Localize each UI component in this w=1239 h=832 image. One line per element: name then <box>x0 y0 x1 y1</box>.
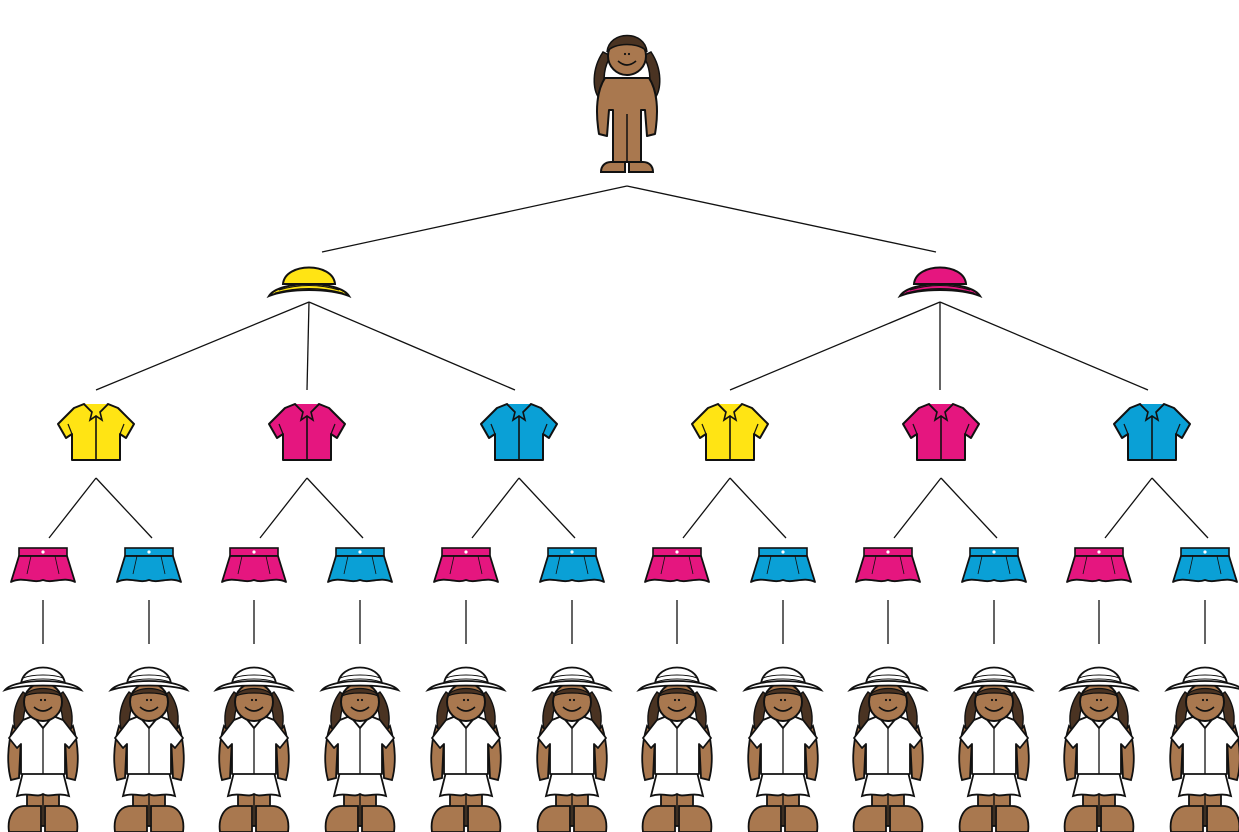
outcome-girl-icon <box>1058 666 1140 832</box>
shirt-magenta-icon <box>902 403 980 461</box>
edge-shirt-skirt-9 <box>940 477 998 539</box>
skirt-cyan-icon <box>1172 547 1238 583</box>
root-girl-icon <box>593 34 661 173</box>
edge-shirt-skirt-3 <box>306 477 364 539</box>
edge-hat-shirt-1 <box>306 301 310 391</box>
outcome-girl-icon <box>425 666 507 832</box>
edge-shirt-skirt-6 <box>682 477 731 539</box>
skirt-magenta-icon <box>10 547 76 583</box>
outcome-girl-icon <box>1164 666 1239 832</box>
outcome-girl-icon <box>319 666 401 832</box>
shirt-magenta-icon <box>268 403 346 461</box>
outcome-girl-icon <box>953 666 1035 832</box>
edge-hat-shirt-5 <box>939 301 1149 391</box>
hat-magenta-icon <box>897 266 983 299</box>
skirt-cyan-icon <box>750 547 816 583</box>
edge-shirt-skirt-10 <box>1104 477 1153 539</box>
edge-shirt-skirt-7 <box>729 477 787 539</box>
outcome-girl-icon <box>108 666 190 832</box>
outcome-girl-icon <box>2 666 84 832</box>
tree-edges <box>42 185 1209 644</box>
skirt-magenta-icon <box>221 547 287 583</box>
shirt-yellow-icon <box>691 403 769 461</box>
skirt-cyan-icon <box>116 547 182 583</box>
edge-hat-shirt-3 <box>729 301 941 391</box>
skirt-cyan-icon <box>961 547 1027 583</box>
skirt-cyan-icon <box>327 547 393 583</box>
edge-root-hat-1 <box>626 185 937 253</box>
edge-shirt-skirt-2 <box>259 477 308 539</box>
outcome-girl-icon <box>742 666 824 832</box>
edge-shirt-skirt-4 <box>471 477 520 539</box>
outcome-girl-icon <box>847 666 929 832</box>
skirt-magenta-icon <box>1066 547 1132 583</box>
tree-nodes <box>2 34 1239 832</box>
edge-shirt-skirt-1 <box>95 477 153 539</box>
edge-shirt-skirt-11 <box>1151 477 1209 539</box>
skirt-magenta-icon <box>433 547 499 583</box>
hat-yellow-icon <box>266 266 352 299</box>
edge-root-hat-0 <box>321 185 628 253</box>
shirt-cyan-icon <box>1113 403 1191 461</box>
edge-hat-shirt-0 <box>95 301 310 391</box>
edge-shirt-skirt-0 <box>48 477 97 539</box>
skirt-cyan-icon <box>539 547 605 583</box>
skirt-magenta-icon <box>644 547 710 583</box>
outcome-girl-icon <box>213 666 295 832</box>
edge-shirt-skirt-5 <box>518 477 576 539</box>
skirt-magenta-icon <box>855 547 921 583</box>
shirt-yellow-icon <box>57 403 135 461</box>
edge-shirt-skirt-8 <box>893 477 942 539</box>
outcome-girl-icon <box>636 666 718 832</box>
outcome-girl-icon <box>531 666 613 832</box>
edge-hat-shirt-2 <box>308 301 516 391</box>
shirt-cyan-icon <box>480 403 558 461</box>
